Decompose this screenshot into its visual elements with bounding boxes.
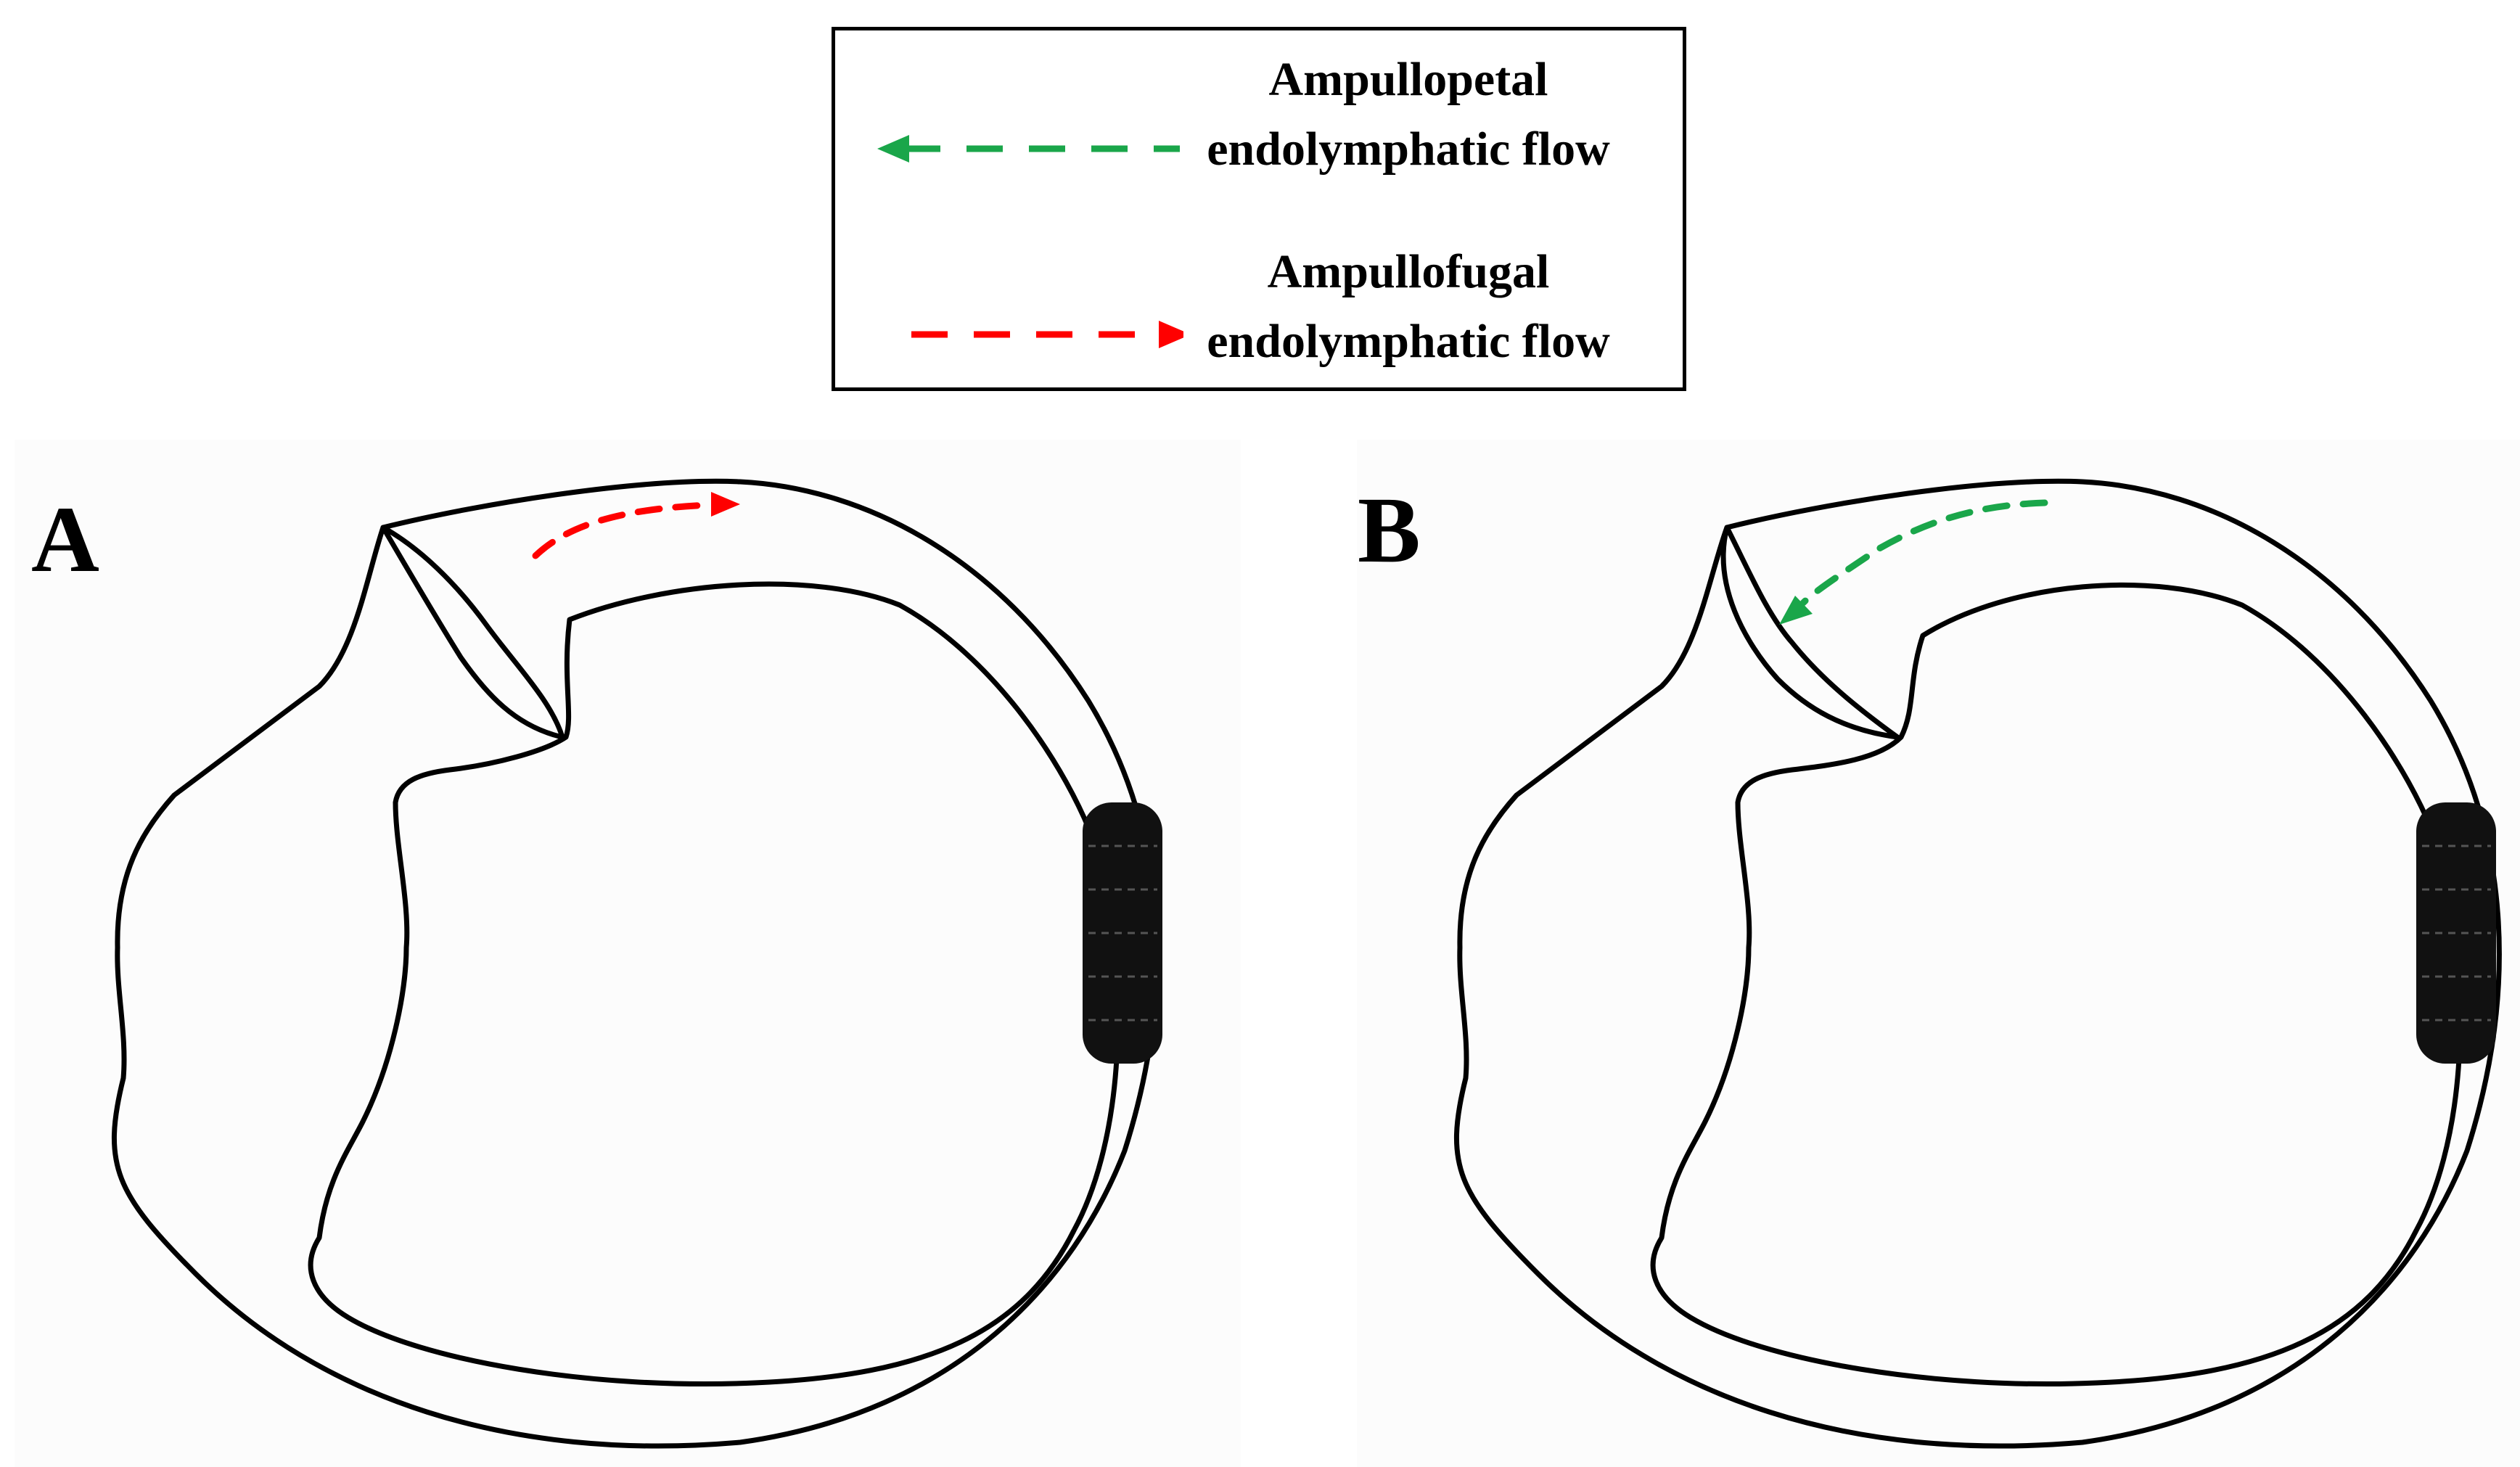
semicircular-canal-diagram-b xyxy=(1453,478,2502,1449)
otoconia-texture xyxy=(1088,845,1157,1022)
ampullopetal-flow-arrow-icon xyxy=(1779,499,2048,625)
otoconia-texture xyxy=(2422,845,2491,1022)
legend-label-ampullopetal-line1: Ampullopetal xyxy=(1268,53,1548,106)
legend-label-ampullopetal-line2: endolymphatic flow xyxy=(1207,123,1610,176)
legend-label-ampullofugal-line2: endolymphatic flow xyxy=(1207,315,1610,368)
panel-label-a: A xyxy=(31,488,99,592)
legend-label-ampullofugal: Ampullofugal endolymphatic flow xyxy=(1147,237,1670,377)
canal-outer-wall xyxy=(111,478,1160,1449)
canal-outer-wall xyxy=(1453,478,2502,1449)
legend-item-ampullofugal: Ampullofugal endolymphatic flow xyxy=(835,237,1683,382)
panel-a: A xyxy=(15,440,1241,1467)
semicircular-canal-diagram-a xyxy=(111,478,1162,1449)
red-dashed-right-arrow-icon xyxy=(911,321,1183,348)
otoconia-cluster xyxy=(2416,802,2496,1064)
canal-inner-wall xyxy=(1650,582,2463,1386)
panel-label-b: B xyxy=(1358,478,1421,583)
green-dashed-left-arrow-icon xyxy=(877,135,1180,163)
panel-b: B xyxy=(1357,440,2520,1467)
canal-inner-wall xyxy=(308,581,1120,1386)
otoconia-cluster xyxy=(1083,802,1162,1064)
legend-item-ampullopetal: Ampullopetal endolymphatic flow xyxy=(835,45,1683,190)
cupula xyxy=(1720,525,1900,740)
ampullofugal-flow-arrow-icon xyxy=(532,492,740,559)
legend-label-ampullopetal: Ampullopetal endolymphatic flow xyxy=(1147,45,1670,184)
legend: Ampullopetal endolymphatic flow Ampullof… xyxy=(832,27,1686,391)
cupula xyxy=(380,525,565,740)
legend-label-ampullofugal-line1: Ampullofugal xyxy=(1267,245,1550,298)
